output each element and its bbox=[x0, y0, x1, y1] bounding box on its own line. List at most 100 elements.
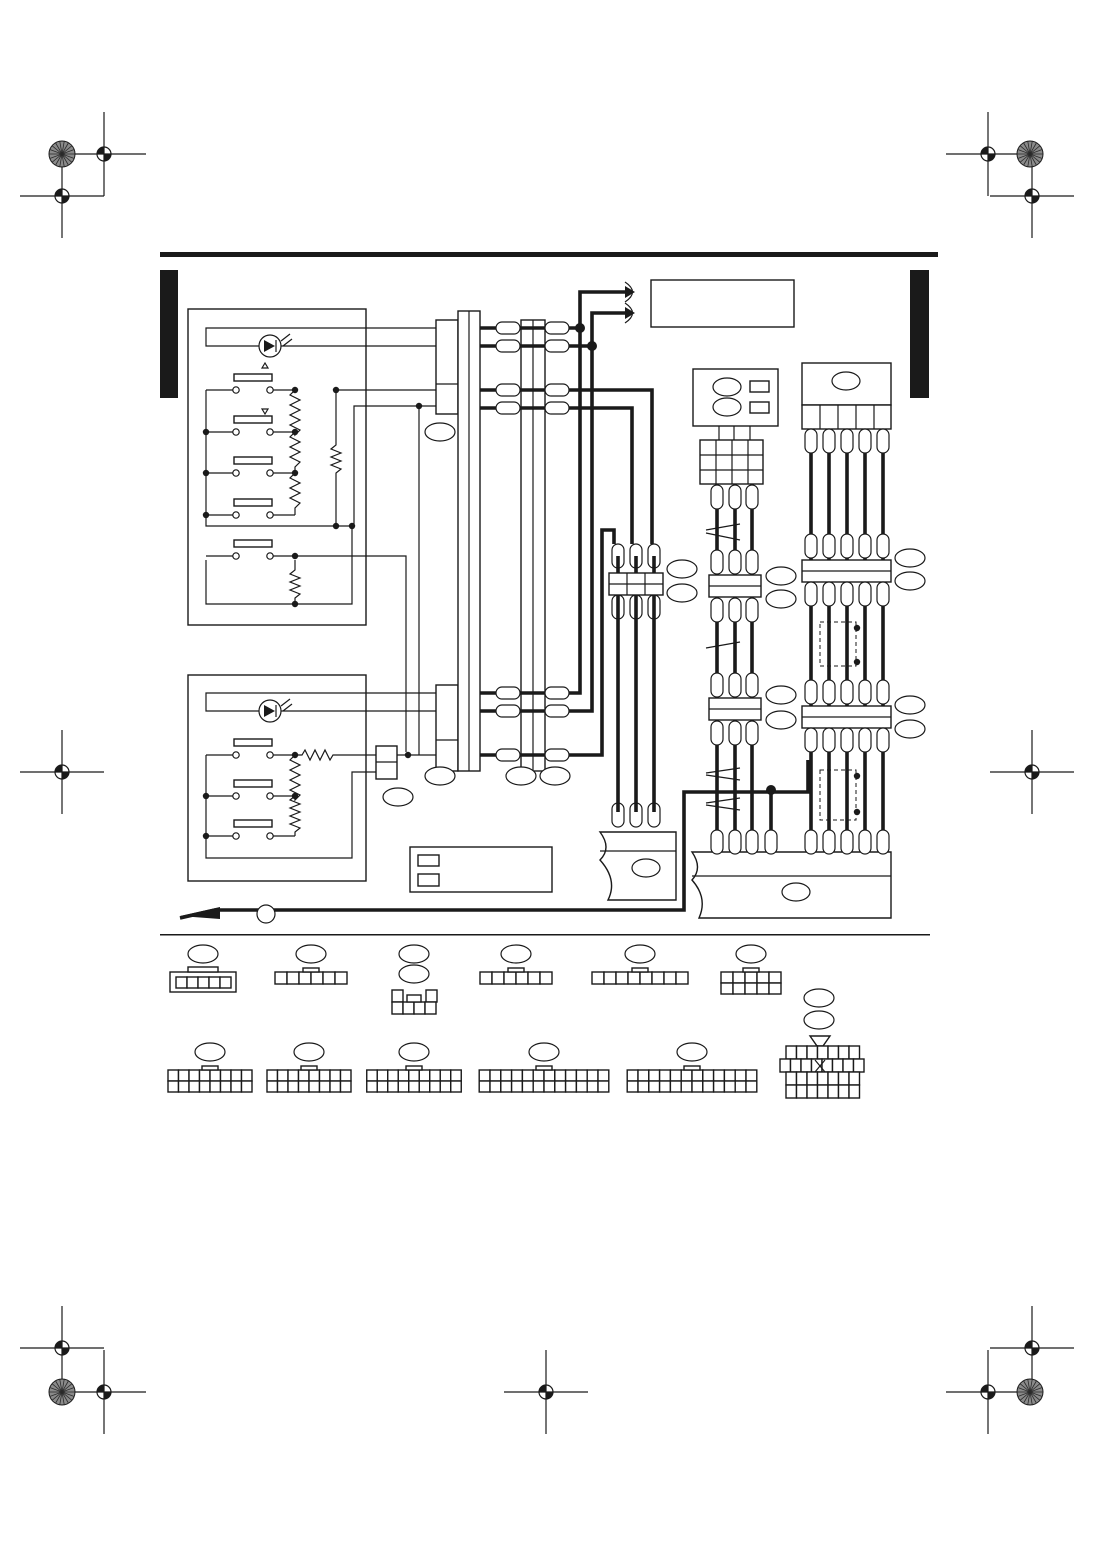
wire-terminal bbox=[804, 581, 818, 607]
connector-ref-label bbox=[765, 710, 797, 730]
switch-icon bbox=[206, 819, 295, 840]
wire-terminal bbox=[858, 533, 872, 559]
connector-ref-label bbox=[666, 583, 698, 603]
wire-terminal bbox=[822, 428, 836, 454]
wire-terminal bbox=[728, 720, 742, 746]
wire-terminal bbox=[728, 549, 742, 575]
switch-icon bbox=[206, 415, 295, 436]
connector-ref-label bbox=[765, 685, 797, 705]
connector-ref-label bbox=[505, 766, 537, 786]
wire-terminal bbox=[728, 672, 742, 698]
connector-pinout-icon bbox=[720, 944, 782, 995]
connector-pinout-icon bbox=[366, 1042, 462, 1093]
connector-pinout-icon bbox=[779, 988, 865, 1099]
wire-terminal bbox=[728, 829, 742, 855]
wire-terminal bbox=[840, 428, 854, 454]
wire-terminal bbox=[745, 720, 759, 746]
wire-terminal bbox=[876, 428, 890, 454]
registration-mark-icon bbox=[946, 112, 1030, 196]
harness-bars bbox=[435, 310, 546, 772]
switch-module-lower bbox=[187, 674, 438, 882]
wire-terminal bbox=[876, 533, 890, 559]
connector-pinout-icon bbox=[626, 1042, 758, 1093]
wire-terminal bbox=[804, 679, 818, 705]
registration-mark-icon bbox=[504, 1350, 588, 1434]
connector-ref-label bbox=[424, 766, 456, 786]
color-target-icon bbox=[1016, 140, 1044, 168]
wire-caps bbox=[495, 321, 661, 828]
wire-terminal bbox=[495, 704, 521, 718]
wire-terminal bbox=[728, 597, 742, 623]
resistor-icon bbox=[288, 748, 376, 836]
wire-terminal bbox=[710, 597, 724, 623]
wire-terminal bbox=[710, 484, 724, 510]
connector-pinouts bbox=[167, 944, 865, 1099]
ground-wire bbox=[179, 760, 810, 924]
switch-icon bbox=[206, 738, 295, 759]
connector-ref-label bbox=[894, 719, 926, 739]
wire-terminal bbox=[876, 581, 890, 607]
led-icon bbox=[258, 698, 293, 723]
wire-terminal bbox=[876, 727, 890, 753]
wire-terminal bbox=[495, 686, 521, 700]
wire-terminal bbox=[804, 533, 818, 559]
control-unit-box bbox=[650, 279, 795, 328]
bottom-connector bbox=[690, 851, 892, 919]
switch-icon bbox=[206, 373, 295, 394]
connector-pinout-icon bbox=[591, 944, 689, 985]
connector-ref-label bbox=[765, 566, 797, 586]
center-harness bbox=[598, 556, 677, 901]
wire-terminal bbox=[804, 829, 818, 855]
wire-terminal bbox=[840, 679, 854, 705]
section-divider bbox=[160, 934, 930, 936]
wire-terminal bbox=[822, 581, 836, 607]
wire-terminal bbox=[840, 829, 854, 855]
wire-terminal bbox=[804, 428, 818, 454]
wire-terminal bbox=[710, 720, 724, 746]
wire-terminal bbox=[544, 401, 570, 415]
wire-terminal bbox=[876, 679, 890, 705]
connector-pinout-icon bbox=[274, 944, 348, 985]
joint-connector bbox=[375, 406, 438, 780]
switch-group-lower bbox=[206, 738, 295, 840]
connector-pinout-icon bbox=[266, 1042, 352, 1093]
registration-mark-icon bbox=[990, 1306, 1074, 1390]
wire-terminal bbox=[858, 428, 872, 454]
switch-icon bbox=[206, 498, 295, 519]
registration-mark-icon bbox=[20, 154, 104, 238]
wire-terminal bbox=[822, 533, 836, 559]
resistor-icon bbox=[288, 389, 343, 604]
wire-terminal bbox=[840, 581, 854, 607]
wire-terminal bbox=[544, 704, 570, 718]
wire-terminal bbox=[544, 321, 570, 335]
registration-mark-icon bbox=[62, 112, 146, 196]
color-target-icon bbox=[48, 1378, 76, 1406]
right-section-tab bbox=[910, 270, 929, 398]
wire-terminal bbox=[745, 549, 759, 575]
connector-ref-label bbox=[894, 571, 926, 591]
wire-terminal bbox=[745, 597, 759, 623]
wire-terminal bbox=[822, 829, 836, 855]
wire-terminal bbox=[876, 829, 890, 855]
registration-mark-icon bbox=[946, 1350, 1030, 1434]
connector-ref-label bbox=[894, 695, 926, 715]
connector-pinout-icon bbox=[167, 1042, 253, 1093]
color-target-icon bbox=[1016, 1378, 1044, 1406]
wire-terminal bbox=[840, 727, 854, 753]
wire-terminal bbox=[495, 748, 521, 762]
wire-terminal bbox=[544, 686, 570, 700]
switch-icon bbox=[206, 456, 295, 477]
switch-module-upper bbox=[187, 308, 438, 752]
connector-ref-label bbox=[539, 766, 571, 786]
registration-mark-icon bbox=[990, 730, 1074, 814]
wire-terminal bbox=[804, 727, 818, 753]
wire-terminal bbox=[544, 339, 570, 353]
connector-reference-labels bbox=[382, 422, 926, 807]
registration-mark-icon bbox=[20, 730, 104, 814]
wire-terminal bbox=[840, 533, 854, 559]
connector-ref-label bbox=[424, 422, 456, 442]
harness-wires bbox=[480, 281, 654, 757]
wire-terminal bbox=[495, 339, 521, 353]
